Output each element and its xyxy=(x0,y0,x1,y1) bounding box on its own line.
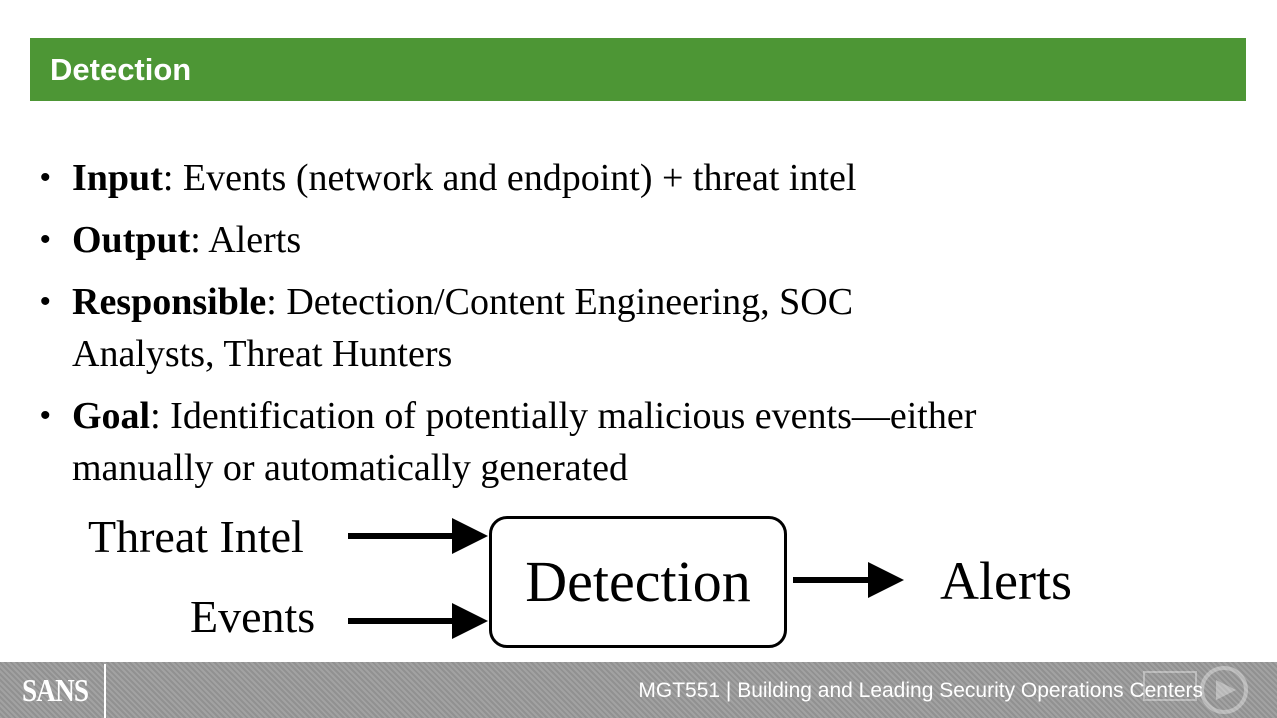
bullet-text: : Identification of potentially maliciou… xyxy=(150,395,977,437)
bullet-text-continued: manually or automatically generated xyxy=(72,447,629,489)
bullet-dot-icon: • xyxy=(40,399,51,432)
footer-divider xyxy=(104,664,106,718)
slide-title-bar: Detection xyxy=(30,38,1246,101)
diagram-input-events: Events xyxy=(190,591,316,642)
bullet-responsible: • Responsible: Detection/Content Enginee… xyxy=(40,276,1240,380)
diagram-input-threat-intel: Threat Intel xyxy=(88,511,304,562)
bullet-dot-icon: • xyxy=(40,285,51,318)
bullet-label: Goal xyxy=(72,395,151,437)
diagram-detection-box: Detection xyxy=(489,516,787,648)
watermark-badge-icon xyxy=(1143,666,1248,714)
bullet-label: Responsible xyxy=(72,281,267,323)
bullet-dot-icon: • xyxy=(40,161,51,194)
diagram-output-alerts: Alerts xyxy=(940,551,1072,611)
diagram-detection-label: Detection xyxy=(525,549,751,614)
sans-logo: SANS xyxy=(22,672,89,708)
course-title: MGT551 | Building and Leading Security O… xyxy=(638,679,1203,702)
bullet-list: • Input: Events (network and endpoint) +… xyxy=(40,152,1240,504)
bullet-label: Output xyxy=(72,219,191,261)
bullet-text: : Detection/Content Engineering, SOC xyxy=(266,281,854,323)
bullet-input: • Input: Events (network and endpoint) +… xyxy=(40,152,1240,204)
bullet-goal: • Goal: Identification of potentially ma… xyxy=(40,390,1240,494)
bullet-output: • Output: Alerts xyxy=(40,214,1240,266)
bullet-text-continued: Analysts, Threat Hunters xyxy=(72,333,453,375)
bullet-text: : Alerts xyxy=(190,219,302,261)
bullet-dot-icon: • xyxy=(40,223,51,256)
bullet-label: Input xyxy=(72,157,163,199)
slide-footer: SANS MGT551 | Building and Leading Secur… xyxy=(0,662,1277,718)
slide-title: Detection xyxy=(50,52,192,87)
bullet-text: : Events (network and endpoint) + threat… xyxy=(162,157,857,199)
